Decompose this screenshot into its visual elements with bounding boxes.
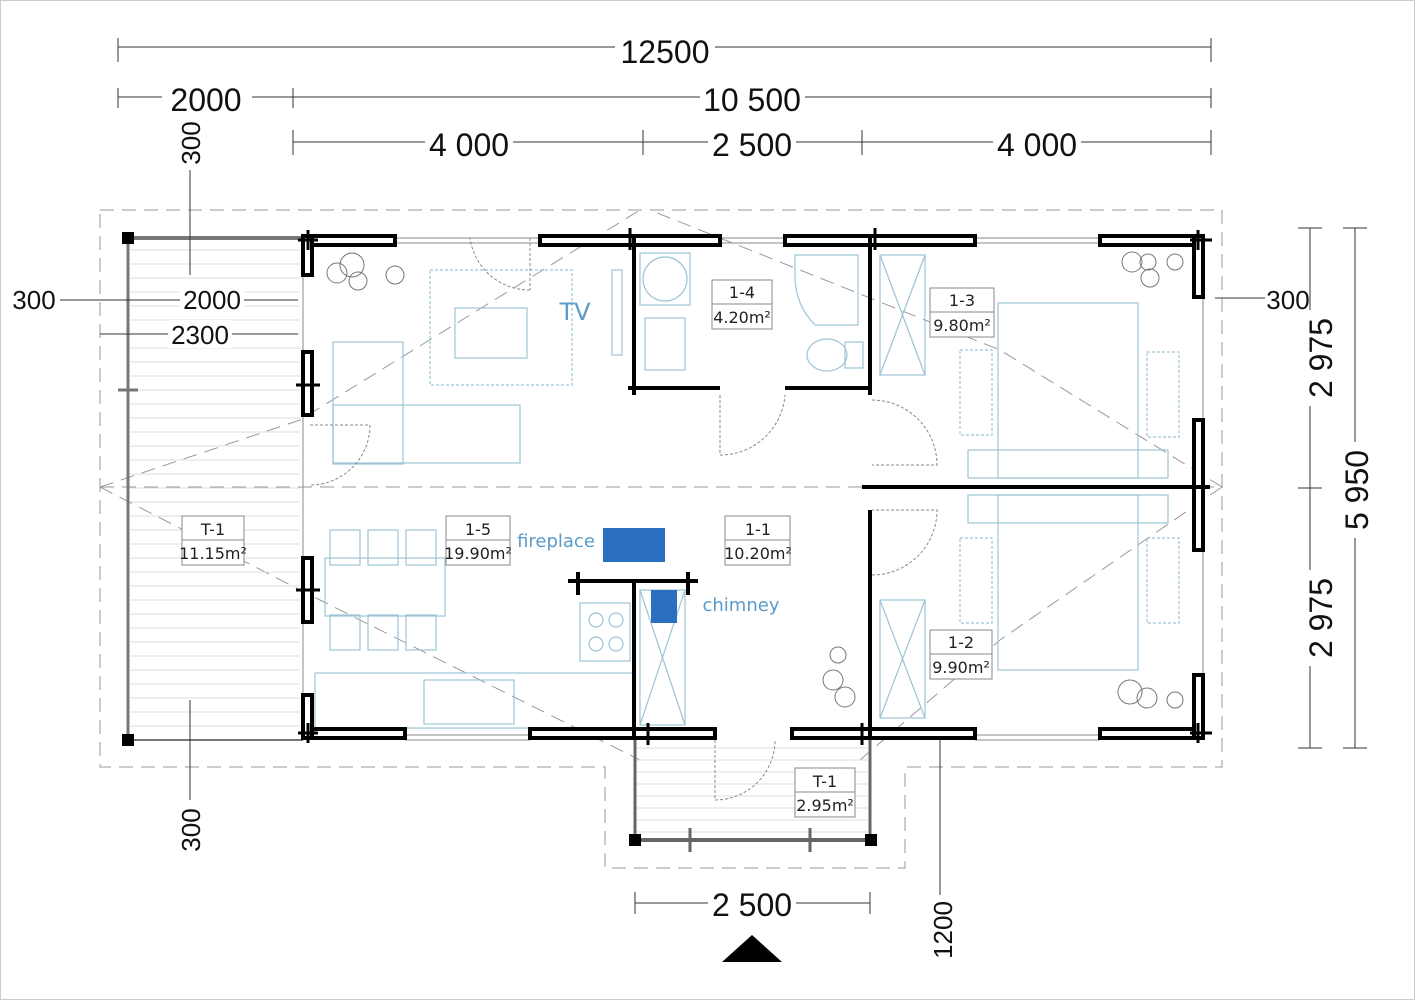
- tv-label: TV: [558, 298, 591, 326]
- bottom-dimensions: 2 500 1200: [634, 735, 958, 962]
- sofa: [332, 404, 521, 464]
- post: [122, 734, 134, 746]
- room-label-hall: 1-1 10.20m²: [724, 515, 792, 566]
- dim-depth-lower: 2 975: [1303, 578, 1339, 658]
- room-label-bedroom-1: 1-3 9.80m²: [929, 287, 995, 338]
- plants: [326, 251, 1184, 709]
- svg-text:1-5: 1-5: [465, 520, 491, 539]
- wardrobe-2: [879, 599, 926, 719]
- dim-left-offset: 300: [12, 285, 55, 315]
- terrace-left: [118, 232, 303, 746]
- svg-text:10.20m²: 10.20m²: [724, 544, 792, 563]
- entrance-triangle-icon: [722, 935, 782, 962]
- room-label-bedroom-2: 1-2 9.90m²: [929, 629, 993, 680]
- shower: [794, 254, 859, 326]
- dining-table: [324, 557, 446, 617]
- room-label-bathroom: 1-4 4.20m²: [711, 279, 773, 330]
- dim-terrace-width: 2000: [170, 82, 241, 118]
- svg-text:19.90m²: 19.90m²: [444, 544, 512, 563]
- dim-house-width: 10 500: [703, 82, 801, 118]
- rug: [429, 269, 573, 386]
- dim-depth-upper: 2 975: [1303, 318, 1339, 398]
- room-label-porch: T-1 2.95m²: [794, 767, 856, 818]
- svg-text:1-4: 1-4: [729, 283, 755, 302]
- furniture: [314, 251, 1184, 729]
- dim-terrace-inner: 2000: [183, 285, 241, 315]
- dim-terrace-outer: 2300: [171, 320, 229, 350]
- svg-text:1-1: 1-1: [745, 520, 771, 539]
- chimney-block: [651, 590, 677, 623]
- fireplace-label: fireplace: [517, 531, 595, 552]
- svg-text:1-2: 1-2: [948, 633, 974, 652]
- bath-sink: [644, 317, 686, 371]
- dim-bottom-offset: 300: [176, 808, 206, 851]
- dim-porch-depth: 1200: [928, 901, 958, 959]
- svg-text:9.80m²: 9.80m²: [933, 316, 991, 335]
- stove: [579, 602, 631, 662]
- svg-text:1-3: 1-3: [949, 291, 975, 310]
- svg-text:4.20m²: 4.20m²: [713, 308, 771, 327]
- dim-segment-left: 4 000: [429, 127, 509, 163]
- svg-text:11.15m²: 11.15m²: [179, 544, 247, 563]
- svg-text:T-1: T-1: [200, 520, 225, 539]
- coffee-table: [454, 307, 528, 359]
- dim-porch-width: 2 500: [712, 887, 792, 923]
- svg-text:9.90m²: 9.90m²: [932, 658, 990, 677]
- dim-top-offset: 300: [176, 121, 206, 164]
- dim-overall-width: 12500: [621, 34, 710, 70]
- walls: [296, 228, 1212, 801]
- washer: [639, 252, 691, 306]
- dim-segment-middle: 2 500: [712, 127, 792, 163]
- room-label-living: 1-5 19.90m²: [444, 515, 512, 566]
- top-dimensions: 12500 2000 10 500 4 000 2 500 4 000: [117, 30, 1212, 163]
- roof-outline: [99, 209, 1223, 869]
- svg-text:T-1: T-1: [812, 772, 837, 791]
- sofa-chaise: [332, 341, 404, 465]
- right-dimensions: 300 2 975 2 975 5 950: [1215, 227, 1375, 749]
- room-label-terrace: T-1 11.15m²: [179, 515, 247, 566]
- wardrobe-1: [879, 254, 926, 376]
- toilet: [806, 338, 848, 372]
- fireplace-block: [603, 528, 665, 562]
- svg-text:2.95m²: 2.95m²: [796, 796, 854, 815]
- dim-segment-right: 4 000: [997, 127, 1077, 163]
- left-dimensions: 300 300 2000 2300 300: [12, 121, 298, 852]
- post: [122, 232, 134, 244]
- chimney-label: chimney: [703, 595, 780, 616]
- sink: [423, 679, 515, 725]
- tv-stand: [611, 269, 623, 356]
- dim-overall-depth: 5 950: [1339, 450, 1375, 530]
